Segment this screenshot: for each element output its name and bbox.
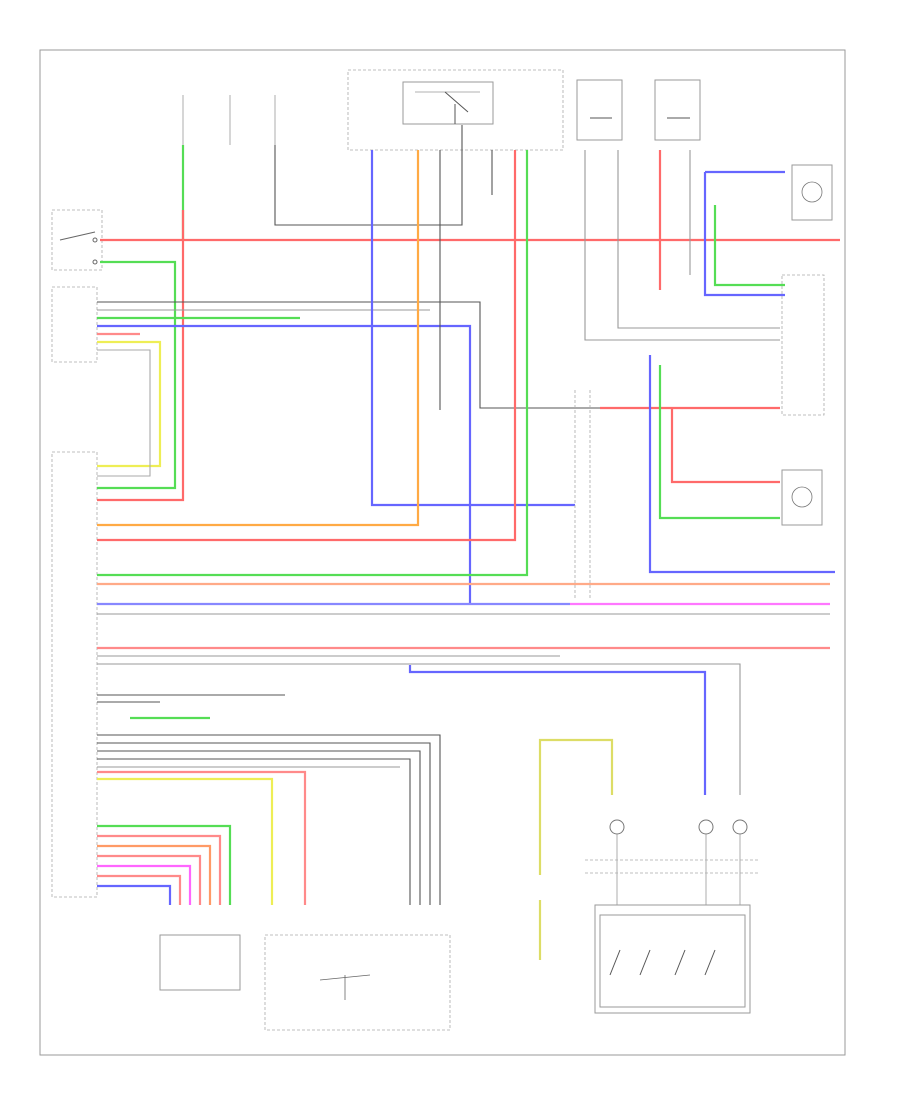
wire-green-right <box>713 205 785 287</box>
wire-green-relay <box>97 150 529 577</box>
engine-control-switches <box>585 819 760 1014</box>
wire-yellow-lower <box>538 738 614 795</box>
wire-blue-3 <box>408 665 707 795</box>
wire-yellow-1 <box>97 340 162 468</box>
right-connector <box>781 274 825 416</box>
wire-gray-1 <box>97 349 151 477</box>
ecm-connector-main <box>51 451 98 898</box>
diagram-frame <box>39 49 846 1056</box>
wire-black-1 <box>97 301 630 409</box>
wire-black-2 <box>274 125 463 226</box>
wire-red-relay <box>97 150 517 542</box>
wire-green-mid <box>658 365 780 520</box>
wire-orange <box>97 150 420 527</box>
wire-gray-mid-2 <box>584 150 780 341</box>
wire-red-fuse <box>97 210 185 502</box>
wire-red-mid-2 <box>670 408 780 484</box>
ecm-connector-upper <box>51 286 98 363</box>
wire-blue-relay <box>370 150 575 507</box>
wire-blue-mid <box>648 355 835 574</box>
wire-green-1 <box>97 260 177 490</box>
combination-meter <box>264 934 451 1031</box>
transmission-switch <box>51 209 103 271</box>
wire-blue-1 <box>97 324 472 605</box>
ecm-lower-wires <box>97 694 441 905</box>
wire-blue-right-2 <box>703 172 785 297</box>
right-sensor-top <box>791 164 833 221</box>
diagnostic-connector <box>159 934 241 991</box>
fuse-feeds <box>182 95 276 145</box>
right-sensor-mid <box>781 469 823 526</box>
fuse-group-top <box>347 69 701 151</box>
wire-gray-mid <box>617 150 780 329</box>
wire-gray-5 <box>97 663 741 795</box>
